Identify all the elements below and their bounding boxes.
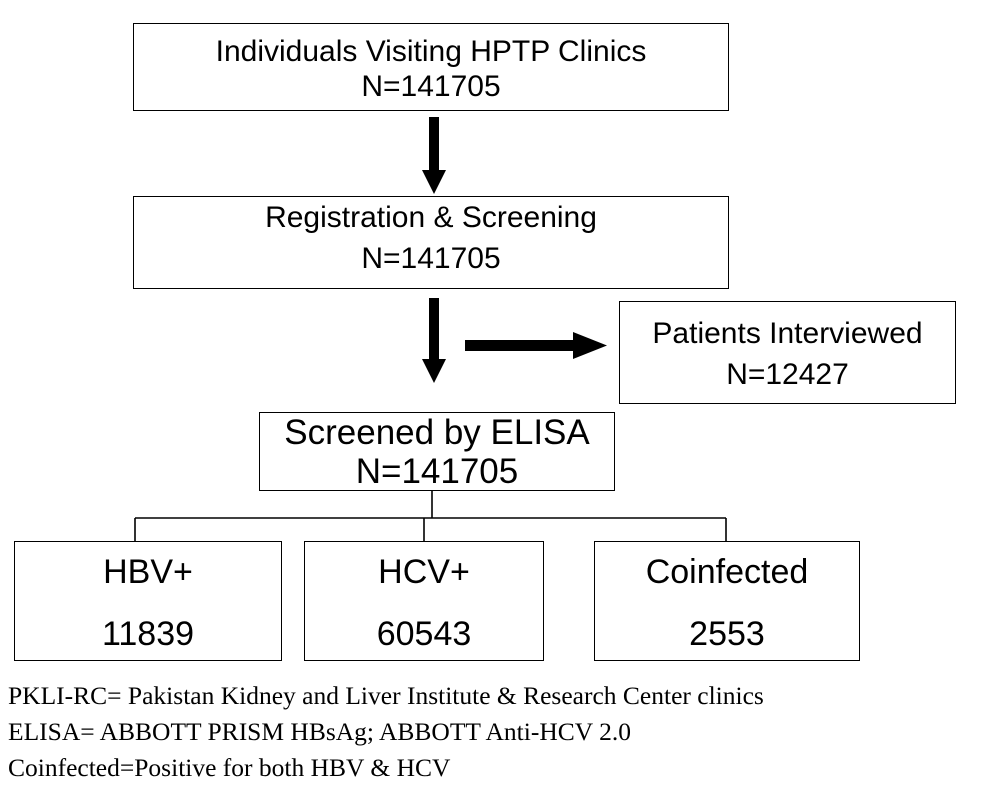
visiting-box: Individuals Visiting HPTP Clinics N=1417… <box>133 23 729 111</box>
arrow-registration-to-elisa <box>422 298 446 383</box>
visiting-title: Individuals Visiting HPTP Clinics <box>215 35 647 68</box>
elisa-title: Screened by ELISA <box>284 413 590 452</box>
registration-box: Registration & Screening N=141705 <box>133 196 729 289</box>
registration-title: Registration & Screening <box>265 201 597 234</box>
registration-count: N=141705 <box>361 242 501 275</box>
footnote-coinfected: Coinfected=Positive for both HBV & HCV <box>8 753 451 782</box>
hbv-title: HBV+ <box>103 553 193 591</box>
interviewed-title: Patients Interviewed <box>652 317 923 350</box>
arrow-visiting-to-registration <box>422 117 446 194</box>
hbv-count: 11839 <box>101 615 195 653</box>
footnote-elisa: ELISA= ABBOTT PRISM HBsAg; ABBOTT Anti-H… <box>8 717 631 746</box>
visiting-count: N=141705 <box>361 70 501 103</box>
interviewed-count: N=12427 <box>726 358 849 391</box>
hbv-box: HBV+ 11839 <box>14 541 282 661</box>
coinfected-title: Coinfected <box>645 553 809 591</box>
coinfected-count: 2553 <box>689 615 765 653</box>
elisa-box: Screened by ELISA N=141705 <box>259 412 615 491</box>
arrow-to-interviewed <box>465 332 607 359</box>
tree-connector <box>134 491 727 541</box>
footnotes: PKLI-RC= Pakistan Kidney and Liver Insti… <box>8 678 993 786</box>
hcv-box: HCV+ 60543 <box>304 541 544 661</box>
elisa-count: N=141705 <box>355 452 519 491</box>
hcv-count: 60543 <box>376 615 472 653</box>
footnote-pkli: PKLI-RC= Pakistan Kidney and Liver Insti… <box>8 681 764 710</box>
coinfected-box: Coinfected 2553 <box>594 541 860 661</box>
hcv-title: HCV+ <box>378 553 470 591</box>
interviewed-box: Patients Interviewed N=12427 <box>619 301 956 404</box>
